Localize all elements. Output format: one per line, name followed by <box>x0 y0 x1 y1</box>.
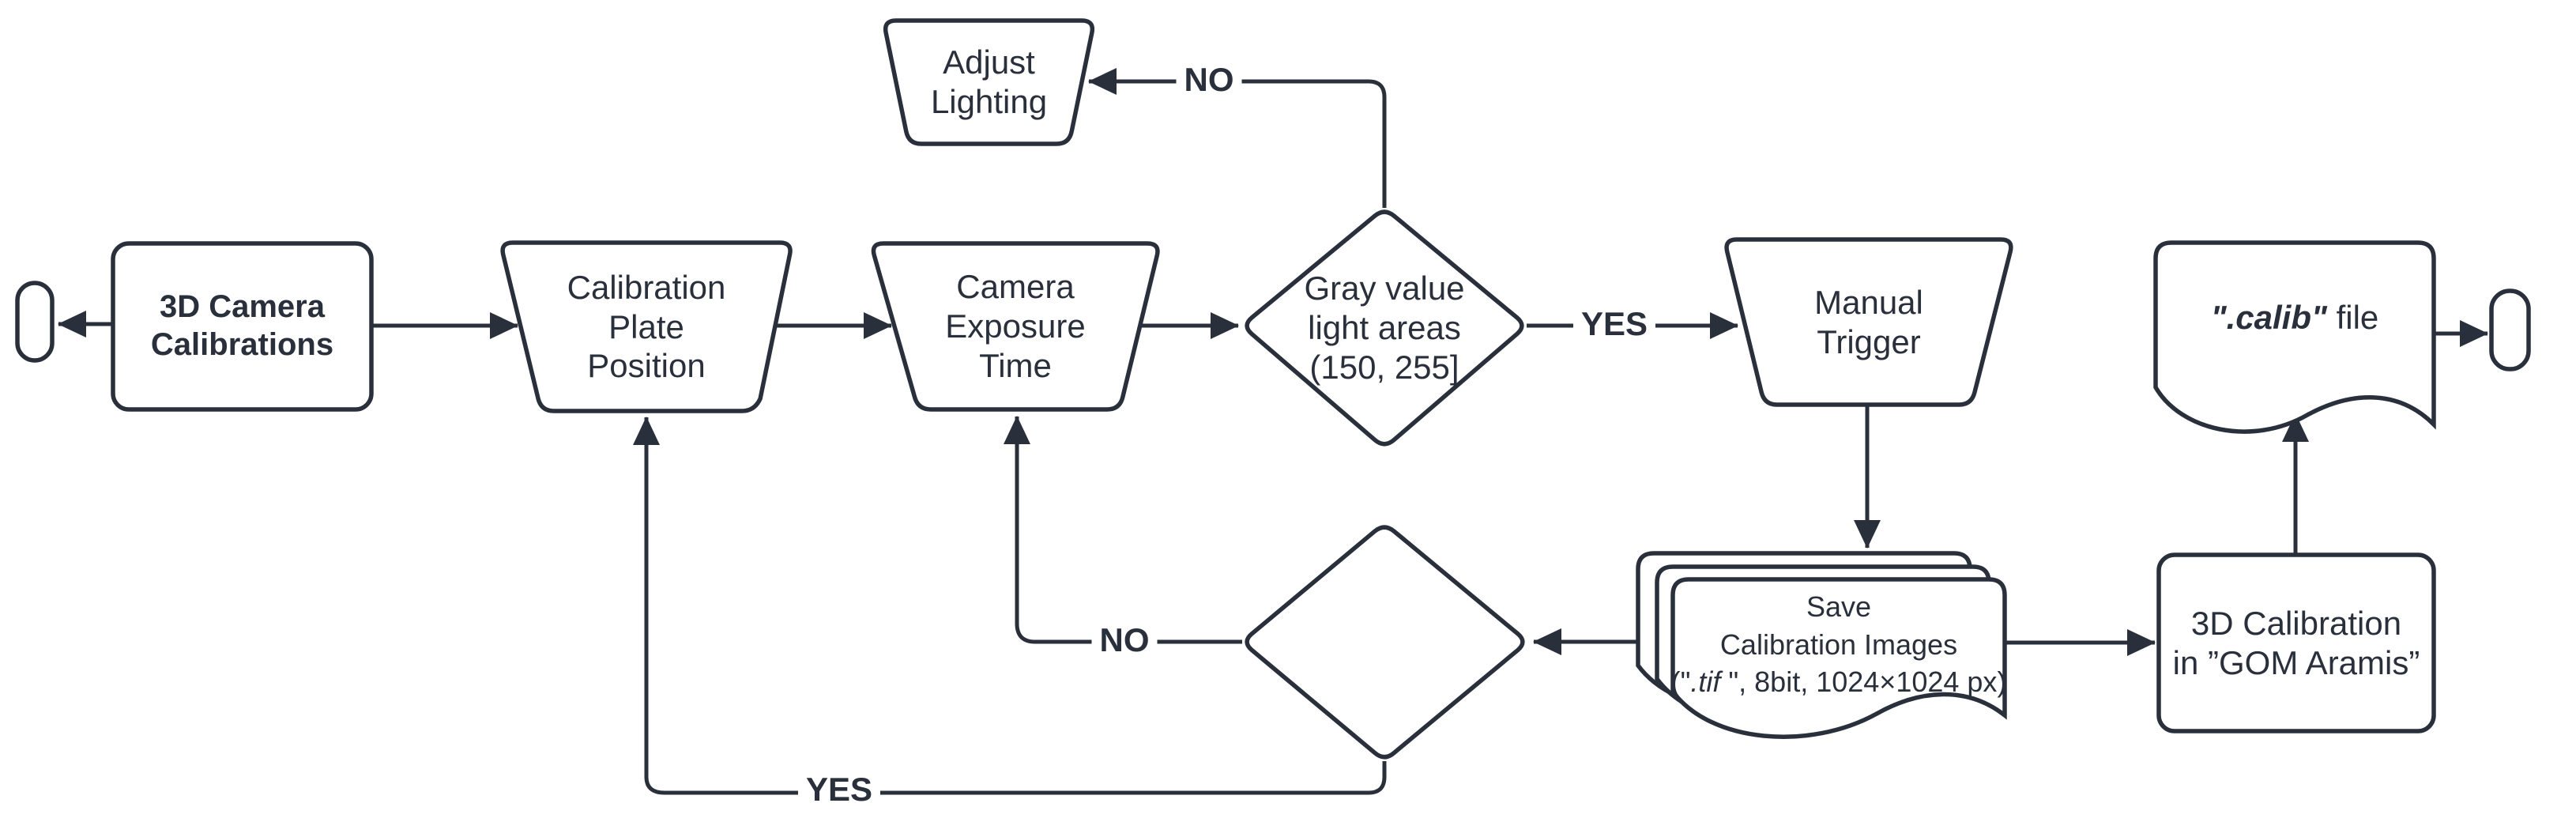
exposure-time-trapezoid <box>871 241 1160 412</box>
adjust-lighting-trapezoid <box>883 18 1095 146</box>
save-images-document-front <box>1670 577 2007 739</box>
manual-trigger-trapezoid <box>1724 237 2013 407</box>
plate-position-trapezoid <box>500 240 793 413</box>
end-terminal-shape <box>2489 288 2531 371</box>
start-terminal-shape <box>15 281 55 363</box>
gom-calibration-box <box>2156 552 2436 733</box>
edge-tested-yes-to-plate <box>633 417 1387 795</box>
exposure-tested-decision-diamond <box>1245 525 1525 760</box>
camera-calibrations-box <box>111 241 374 412</box>
calib-file-document <box>2153 240 2436 434</box>
edge-tested-no-to-exposure <box>1004 416 1242 644</box>
edge-grayvalue-no-to-lighting <box>1088 68 1387 208</box>
gray-value-decision-diamond <box>1245 209 1524 447</box>
